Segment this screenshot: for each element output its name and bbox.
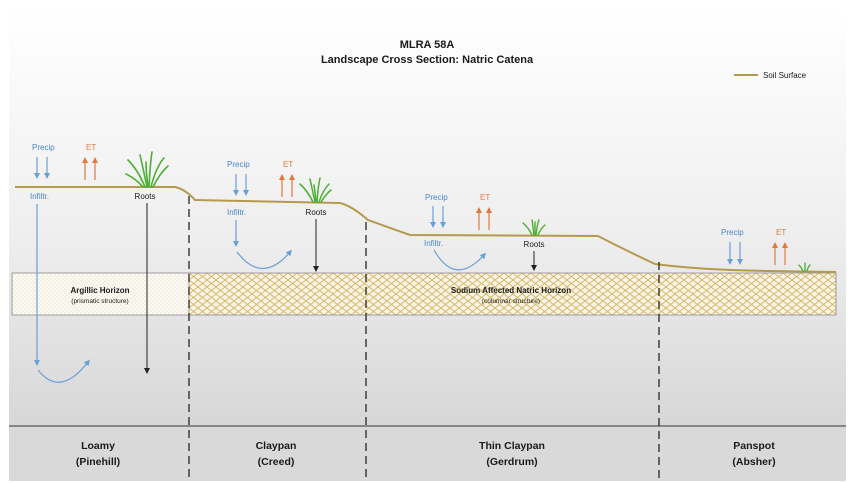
infiltration-arc [433, 249, 487, 271]
soil-surface-line [15, 186, 837, 273]
infiltr-label: Infiltr. [30, 192, 49, 201]
section-loamy: Precip ET Infiltr. Roots [30, 143, 169, 383]
category-panspot-name: Panspot [733, 440, 775, 452]
roots-label: Roots [524, 240, 545, 249]
grass-icon [798, 262, 811, 272]
et-label: ET [86, 143, 96, 152]
section-claypan: Precip ET Infiltr. Roots [227, 160, 332, 272]
precip-label: Precip [721, 228, 744, 237]
grass-icon [299, 177, 332, 203]
background-panel [9, 10, 846, 425]
category-thin-claypan-series: (Gerdrum) [486, 456, 537, 468]
grass-icon [522, 219, 546, 236]
et-label: ET [283, 160, 293, 169]
category-loamy-name: Loamy [81, 440, 115, 452]
legend-soil-surface-label: Soil Surface [763, 71, 807, 80]
roots-label: Roots [306, 208, 327, 217]
precip-label: Precip [32, 143, 55, 152]
section-thin-claypan: Precip ET Infiltr. Roots [424, 193, 546, 271]
diagram-title: MLRA 58A [400, 39, 455, 51]
natric-horizon [188, 272, 837, 316]
natric-horizon-label: Sodium Affected Natric Horizon [451, 286, 571, 295]
argillic-horizon-structure: (prismatic structure) [71, 298, 128, 305]
et-label: ET [480, 193, 490, 202]
natric-horizon-structure: (columnar structure) [482, 298, 540, 305]
roots-label: Roots [135, 192, 156, 201]
category-panspot-series: (Absher) [732, 456, 775, 468]
precip-label: Precip [227, 160, 250, 169]
infiltr-label: Infiltr. [227, 208, 246, 217]
argillic-horizon-label: Argillic Horizon [70, 286, 129, 295]
infiltr-label: Infiltr. [424, 239, 443, 248]
category-loamy-series: (Pinehill) [76, 456, 120, 468]
section-dividers [188, 196, 660, 480]
category-claypan-name: Claypan [256, 440, 297, 452]
legend: Soil Surface [734, 71, 807, 80]
category-labels: Loamy (Pinehill) Claypan (Creed) Thin Cl… [76, 440, 776, 468]
category-band [9, 425, 846, 481]
infiltration-arc [236, 249, 292, 269]
category-thin-claypan-name: Thin Claypan [479, 440, 545, 452]
infiltration-arc [37, 359, 90, 383]
diagram-subtitle: Landscape Cross Section: Natric Catena [321, 54, 534, 66]
precip-label: Precip [425, 193, 448, 202]
category-claypan-series: (Creed) [258, 456, 295, 468]
grass-icon [125, 151, 169, 188]
argillic-horizon [11, 272, 190, 316]
section-panspot: Precip ET [721, 228, 811, 272]
et-label: ET [776, 228, 786, 237]
